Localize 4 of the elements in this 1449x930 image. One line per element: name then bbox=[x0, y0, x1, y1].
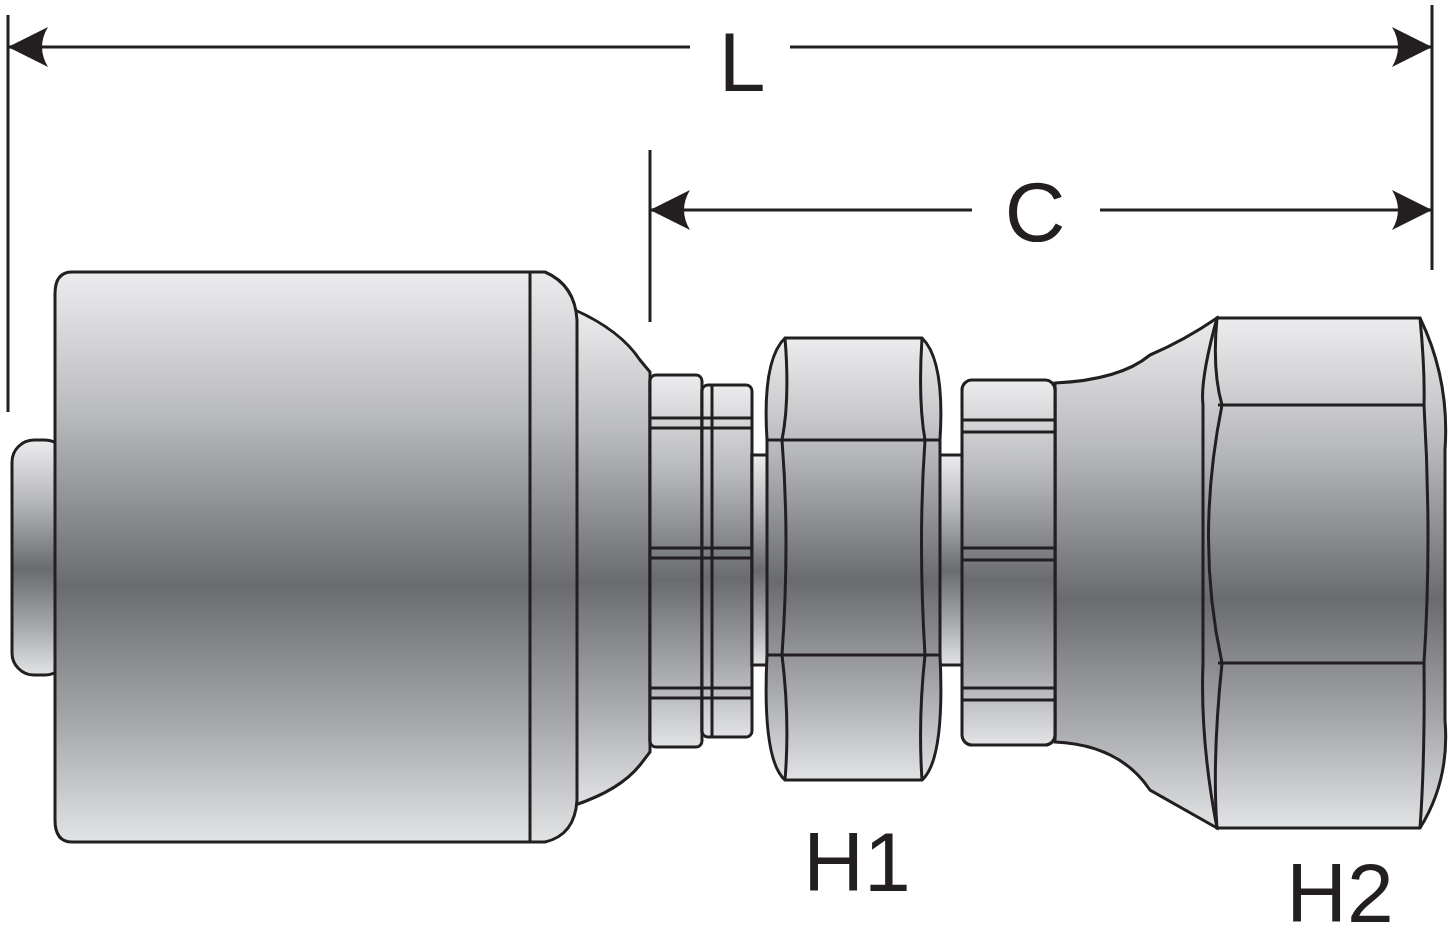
part-label: H1 bbox=[803, 820, 911, 904]
dimension-label: C bbox=[1004, 170, 1066, 254]
dimension-label: L bbox=[718, 20, 766, 104]
part-label: H2 bbox=[1286, 851, 1394, 930]
